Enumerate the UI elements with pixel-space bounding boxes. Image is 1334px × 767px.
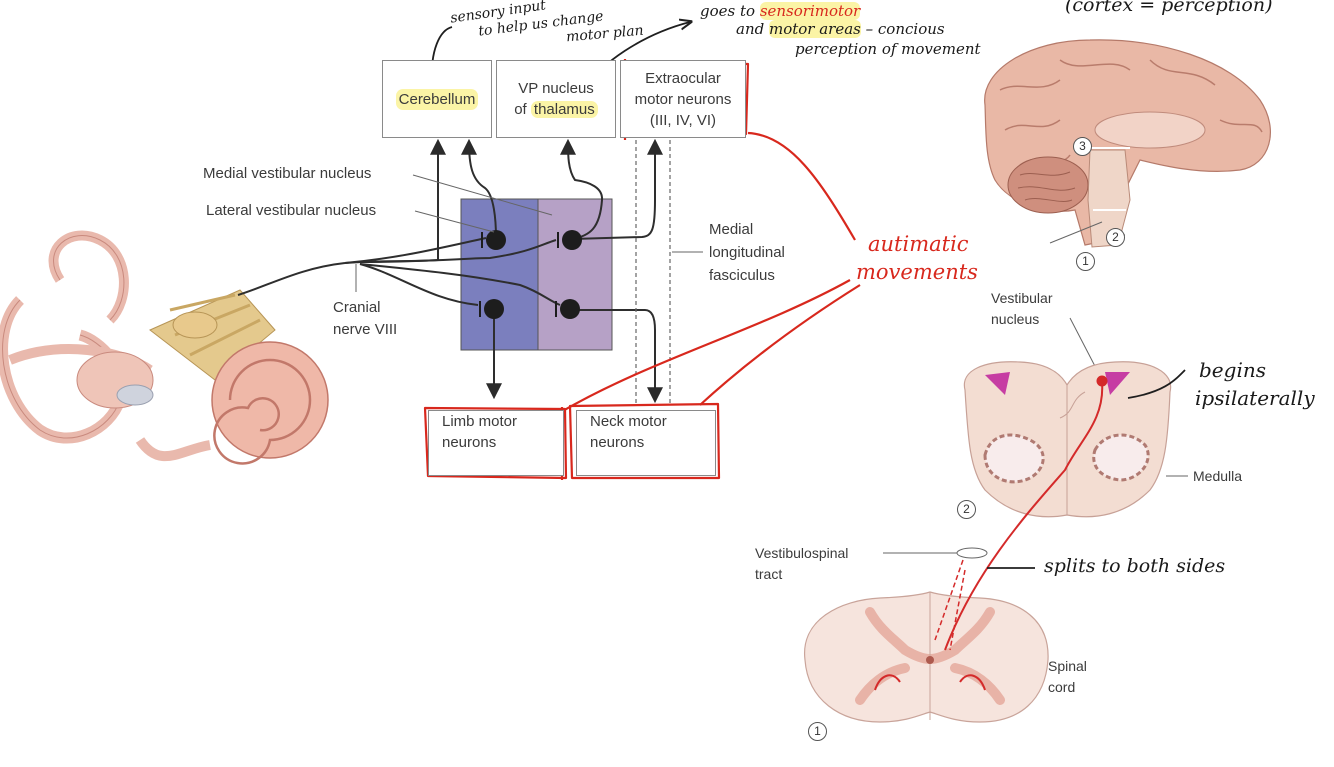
mlf-line3: fasciculus (709, 267, 775, 284)
begins-ipsilaterally-line2: ipsilaterally (1195, 386, 1315, 410)
cranial-nerve-line1: Cranial (333, 299, 381, 316)
spinal-cord-line1: Spinal (1048, 658, 1087, 674)
marker-1-brain: 1 (1076, 252, 1095, 271)
and-text: and (736, 20, 769, 38)
mlf-line2: longitudinal (709, 244, 785, 261)
concious-text: – concious (860, 20, 945, 38)
splits-to-both-sides-note: splits to both sides (1044, 555, 1226, 577)
neck-motor-neurons-box: Neck motor neurons (576, 410, 716, 476)
cortex-perception-note: (cortex = perception) (1065, 0, 1273, 16)
goes-to-note-line1: goes to sensorimotor (700, 2, 861, 20)
motor-areas-text: motor areas (768, 20, 861, 38)
neck-line1: Neck motor (590, 413, 667, 430)
extraocular-line1: Extraocular (645, 69, 721, 87)
vp-nucleus-box: VP nucleus of thalamus (496, 60, 616, 138)
thalamus-label: thalamus (530, 101, 598, 118)
leader-lines (355, 174, 1188, 667)
begins-ipsilaterally-line1: begins (1199, 358, 1266, 382)
nucleus-axons (461, 138, 663, 404)
mlf-dashed-lines (635, 140, 671, 405)
vestibular-nucleus-line2: nucleus (991, 311, 1040, 327)
marker-3: 3 (1073, 137, 1092, 156)
spinal-cord-line2: cord (1048, 679, 1076, 695)
marker-1-spinal: 1 (808, 722, 827, 741)
extraocular-line2: motor neurons (634, 90, 732, 108)
inner-ear-illustration (0, 230, 346, 465)
neuron-cell-bodies (479, 230, 582, 319)
limb-motor-neurons-box: Limb motor neurons (428, 410, 564, 476)
cranial-nerve-line2: nerve VIII (333, 321, 398, 338)
extraocular-motor-neurons-box: Extraocular motor neurons (III, IV, VI) (620, 60, 746, 138)
medulla-cross-section (963, 361, 1172, 518)
cerebellum-box: Cerebellum (382, 60, 492, 138)
automatic-movements-line2: movements (856, 260, 978, 284)
vp-nucleus-line2: of thalamus (514, 99, 598, 120)
medulla-label: Medulla (1193, 468, 1243, 484)
spinal-cord-cross-section (804, 591, 1049, 723)
marker-2-brain: 2 (1106, 228, 1125, 247)
vp-nucleus-line1: VP nucleus (518, 80, 594, 97)
vestibulospinal-tract (934, 375, 1108, 651)
brain-sagittal-illustration (984, 39, 1271, 248)
neck-line2: neurons (590, 434, 645, 451)
vestibular-nucleus-line1: Vestibular (991, 290, 1053, 306)
vp-of: of (514, 101, 531, 118)
goes-to-note-line2: and motor areas – concious (736, 20, 945, 38)
goes-to-note-line3: perception of movement (795, 40, 981, 58)
medial-vestibular-nucleus-label: Medial vestibular nucleus (203, 165, 372, 182)
lateral-vestibular-region (537, 198, 613, 351)
limb-line2: neurons (442, 434, 497, 451)
automatic-movements-line1: autimatic (868, 232, 969, 256)
marker-2-medulla: 2 (957, 500, 976, 519)
cranial-nerve-fibres (344, 138, 561, 306)
medial-vestibular-region (460, 198, 539, 351)
goes-to-text: goes to (700, 2, 760, 20)
vestibulospinal-line1: Vestibulospinal (755, 545, 849, 561)
mlf-line1: Medial (709, 221, 754, 238)
vestibulospinal-line2: tract (755, 566, 783, 582)
extraocular-line3: (III, IV, VI) (649, 111, 717, 129)
cerebellum-label: Cerebellum (395, 88, 479, 110)
limb-line1: Limb motor (442, 413, 518, 430)
sensorimotor-text: sensorimotor (759, 2, 861, 20)
lateral-vestibular-nucleus-label: Lateral vestibular nucleus (206, 202, 377, 219)
